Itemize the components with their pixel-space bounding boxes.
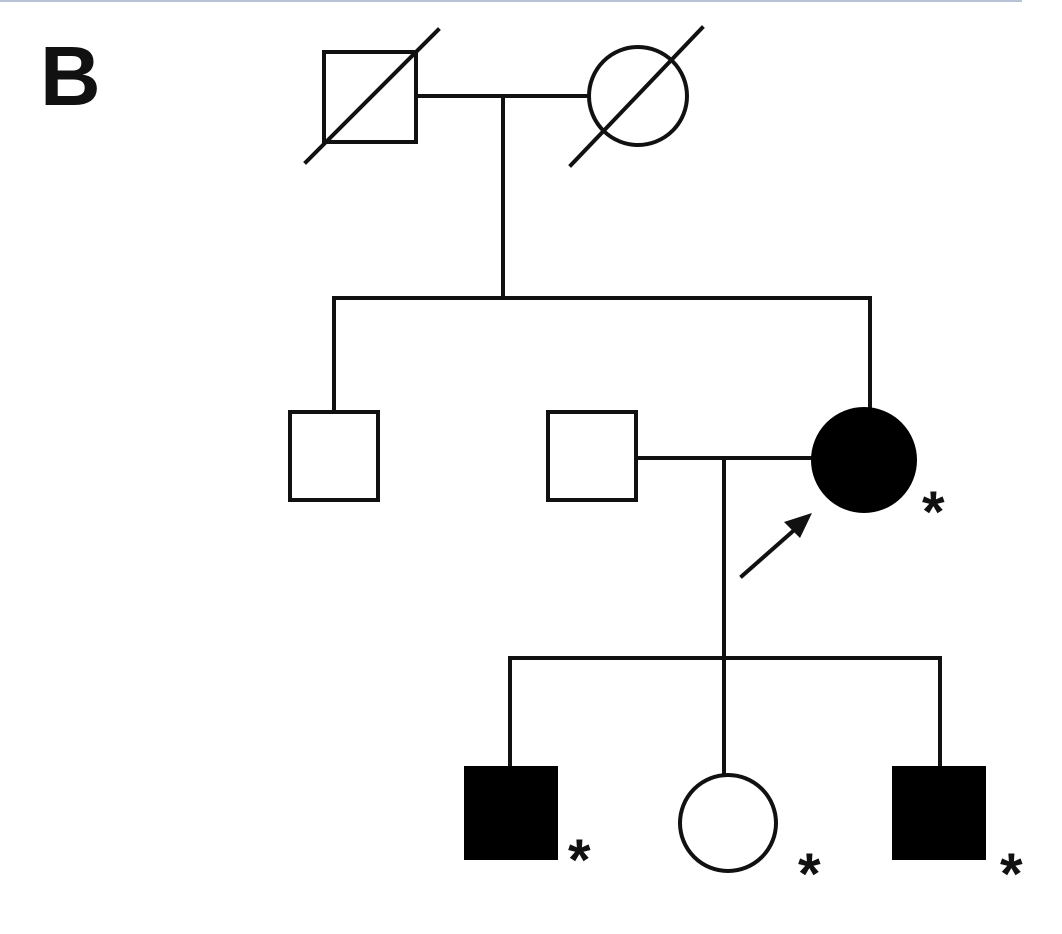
gen3-son2-affected-square xyxy=(892,766,986,860)
panel-label: B xyxy=(40,29,101,123)
gen1-grandfather-deceased-slash xyxy=(303,27,441,165)
gen3-daughter-tested-asterisk: * xyxy=(798,842,821,907)
proband-arrow-shaft xyxy=(739,522,803,579)
gen2-proband-affected-circle xyxy=(811,407,917,513)
proband-arrow-head xyxy=(784,513,812,538)
gen3-son1-affected-square xyxy=(464,766,558,860)
gen1-grandmother-deceased-slash xyxy=(568,25,705,168)
gen2-spouse-square xyxy=(546,410,638,502)
gen3-daughter-circle xyxy=(678,773,778,873)
top-rule-divider xyxy=(0,0,1022,2)
gen3-son1-tested-asterisk: * xyxy=(568,828,591,893)
proband-tested-asterisk: * xyxy=(922,480,945,545)
gen2-son-square xyxy=(288,410,380,502)
gen3-son2-tested-asterisk: * xyxy=(1000,842,1023,907)
